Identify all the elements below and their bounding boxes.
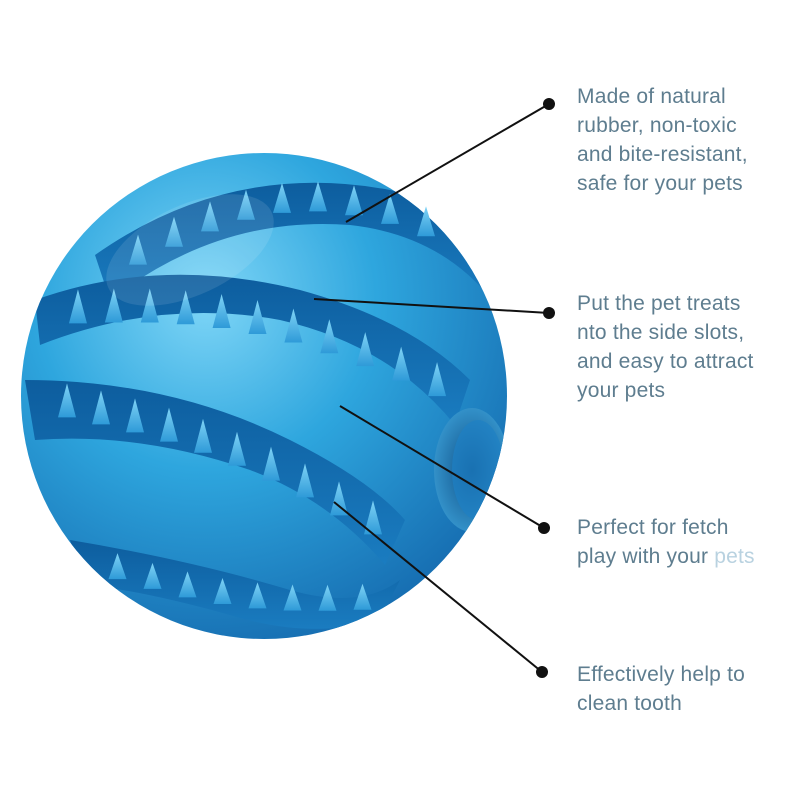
spike [428, 362, 447, 397]
spike [309, 181, 327, 212]
spike [392, 346, 411, 381]
spike [237, 189, 255, 220]
spike [248, 582, 267, 609]
feature-fetch-text: Perfect for fetch play with your pets [577, 513, 792, 571]
spike [165, 216, 183, 247]
spike [381, 193, 399, 224]
faded-word: pets [714, 545, 755, 568]
spike [68, 289, 87, 324]
groove-lower [25, 380, 405, 565]
spike [248, 300, 267, 334]
spike [212, 293, 231, 328]
spike [283, 584, 302, 611]
spike [92, 390, 110, 425]
spike [318, 584, 337, 611]
feature-line: Made of natural [577, 85, 726, 108]
spike [104, 288, 123, 323]
spike [356, 332, 375, 367]
feature-line: your pets [577, 379, 666, 402]
feature-line: nto the side slots, [577, 321, 745, 344]
spike [273, 182, 291, 213]
dental-spikes [58, 181, 447, 611]
feature-line: Put the pet treats [577, 292, 741, 315]
spike [178, 571, 197, 598]
leader-line-3 [339, 405, 545, 529]
feature-line: Effectively help to [577, 663, 746, 686]
feature-line: clean tooth [577, 692, 682, 715]
feature-treats-text: Put the pet treats nto the side slots, a… [577, 289, 792, 405]
spike [160, 407, 178, 442]
spike [364, 500, 382, 535]
leader-dot-1 [543, 98, 555, 110]
spike [176, 290, 195, 325]
feature-line: Perfect for fetch [577, 516, 729, 539]
spike [262, 446, 280, 481]
spike [296, 463, 314, 498]
feature-line: play with your pets [577, 542, 792, 571]
spike [140, 288, 159, 323]
spike [330, 481, 348, 516]
leader-lines [313, 103, 550, 673]
spike [201, 201, 219, 232]
spike [213, 578, 232, 605]
spike [353, 583, 372, 610]
spike [228, 431, 246, 466]
leader-line-2 [313, 298, 550, 314]
leader-line-4 [333, 501, 543, 673]
groove-bottom [70, 540, 400, 629]
leader-dots [536, 98, 555, 678]
leader-dot-3 [538, 522, 550, 534]
feature-line-text: play with your [577, 545, 709, 568]
spike [194, 418, 212, 453]
spike [58, 383, 76, 418]
leader-line-1 [345, 103, 550, 223]
groove-top [95, 182, 500, 300]
spike [417, 206, 435, 237]
feature-line: rubber, non-toxic [577, 114, 737, 137]
feature-material-text: Made of natural rubber, non-toxic and bi… [577, 82, 792, 198]
spike [320, 319, 339, 354]
spike [126, 398, 144, 433]
leader-dot-2 [543, 307, 555, 319]
spike [345, 185, 363, 216]
spike [129, 234, 147, 265]
feature-cleaning-text: Effectively help to clean tooth [577, 660, 792, 718]
spike [143, 562, 162, 589]
spike [108, 553, 127, 580]
leader-dot-4 [536, 666, 548, 678]
feature-line: safe for your pets [577, 172, 743, 195]
spike [284, 308, 303, 343]
feature-line: and easy to attract [577, 350, 754, 373]
feature-line: and bite-resistant, [577, 143, 748, 166]
